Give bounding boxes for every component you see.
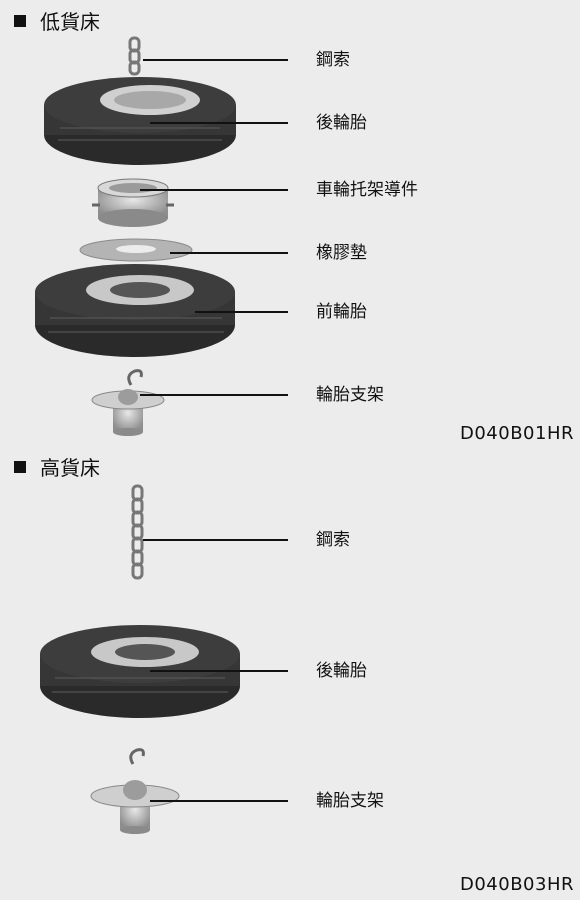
low-bed-diagram	[35, 36, 288, 436]
figure-code: D040B01HR	[459, 423, 574, 444]
figure-code: D040B03HR	[459, 874, 574, 895]
low-bed-panel: 低貨床	[0, 0, 580, 446]
tire-carrier-image	[90, 748, 180, 834]
front-tire-image	[35, 264, 235, 357]
low-bed-title: 低貨床	[14, 6, 100, 35]
rubber-pad-image	[79, 238, 193, 262]
rear-tire-image	[44, 77, 236, 165]
tire-carrier-image	[91, 369, 165, 436]
label-tire-bracket-guide: 車輪托架導件	[316, 180, 418, 200]
chain-cable	[131, 484, 144, 580]
label-rubber-pad: 橡膠墊	[316, 243, 367, 263]
label-rear-tire: 後輪胎	[316, 661, 367, 681]
label-front-tire: 前輪胎	[316, 302, 367, 322]
leader-lines	[140, 59, 288, 396]
square-bullet-icon	[14, 460, 26, 473]
label-cable: 鋼索	[316, 50, 350, 70]
square-bullet-icon	[14, 14, 26, 27]
leader-lines	[143, 539, 288, 802]
high-bed-panel: 高貨床	[0, 446, 580, 900]
label-cable: 鋼索	[316, 530, 350, 550]
label-tire-carrier: 輪胎支架	[316, 791, 384, 811]
label-rear-tire: 後輪胎	[316, 113, 367, 133]
high-bed-diagram	[40, 484, 288, 834]
high-bed-title: 高貨床	[14, 452, 100, 481]
label-tire-carrier: 輪胎支架	[316, 385, 384, 405]
tire-bracket-guide-image	[92, 178, 174, 227]
chain-cable	[128, 36, 141, 76]
